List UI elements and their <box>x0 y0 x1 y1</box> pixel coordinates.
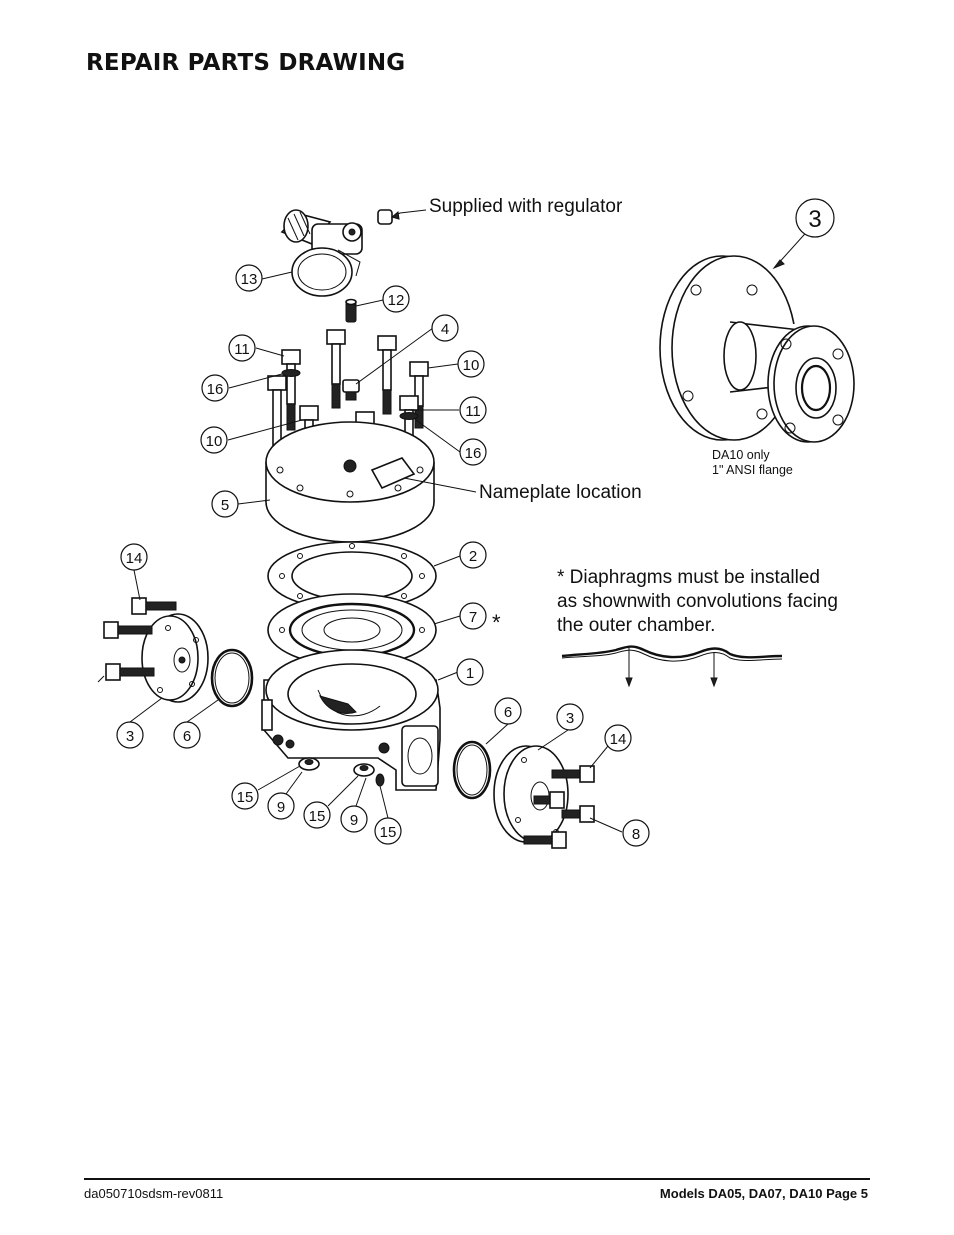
svg-text:14: 14 <box>126 550 143 567</box>
callout-14: 14 <box>120 543 148 571</box>
footer-page-info: Models DA05, DA07, DA10 Page 5 <box>659 1186 868 1201</box>
svg-text:3: 3 <box>566 710 574 727</box>
callout-16: 16 <box>459 438 487 466</box>
callout-15: 15 <box>231 782 259 810</box>
supplied-with-regulator-label: Supplied with regulator <box>429 196 623 217</box>
leader-lines <box>129 225 813 833</box>
callout-6: 6 <box>494 697 522 725</box>
nameplate-location-label: Nameplate location <box>479 482 642 503</box>
svg-text:3: 3 <box>808 206 821 233</box>
callout-11: 11 <box>459 396 487 424</box>
callout-10: 10 <box>200 426 228 454</box>
drain-plugs <box>298 757 385 787</box>
diaphragm-note-line1: * Diaphragms must be installed <box>557 567 820 588</box>
svg-text:11: 11 <box>465 403 481 420</box>
svg-text:1: 1 <box>466 665 474 682</box>
svg-text:9: 9 <box>350 812 358 829</box>
bolt-part <box>281 349 301 431</box>
svg-text:10: 10 <box>206 433 223 450</box>
bolt-part <box>409 361 429 429</box>
set-screw-part <box>345 298 357 323</box>
callout-9: 9 <box>267 792 295 820</box>
callout-3: 3 <box>116 721 144 749</box>
diaphragm-part <box>267 593 437 667</box>
callout-7: 7 <box>459 602 487 630</box>
regulator-cap-part <box>377 209 427 225</box>
callout-1: 1 <box>456 658 484 686</box>
svg-text:6: 6 <box>183 728 191 745</box>
bolt-part <box>377 335 397 415</box>
svg-text:5: 5 <box>221 497 229 514</box>
left-oring-part <box>210 648 254 708</box>
bolt-part <box>326 329 346 409</box>
page-title: REPAIR PARTS DRAWING <box>86 50 406 76</box>
left-flange-bolts <box>97 597 177 683</box>
svg-text:13: 13 <box>241 271 258 288</box>
svg-text:9: 9 <box>277 799 285 816</box>
callout-11: 11 <box>228 334 256 362</box>
flange-note-line2: 1" ANSI flange <box>712 463 793 477</box>
callout-3: 3 <box>556 703 584 731</box>
flange-note-line1: DA10 only <box>712 448 770 462</box>
callout-12: 12 <box>382 285 410 313</box>
right-oring-part <box>452 740 492 800</box>
diaphragm-note-line2: as shownwith convolutions facing <box>557 591 838 612</box>
upper-cover-part <box>265 421 435 543</box>
svg-text:16: 16 <box>207 381 224 398</box>
callout-9: 9 <box>340 805 368 833</box>
svg-text:4: 4 <box>441 321 449 338</box>
callout-13: 13 <box>235 264 263 292</box>
svg-text:6: 6 <box>504 704 512 721</box>
svg-text:15: 15 <box>380 824 397 841</box>
left-flange-part <box>141 613 209 703</box>
callout-8: 8 <box>622 819 650 847</box>
callout-6: 6 <box>173 721 201 749</box>
callout-15: 15 <box>303 801 331 829</box>
callout-10: 10 <box>457 350 485 378</box>
callout-16: 16 <box>201 374 229 402</box>
callout-5: 5 <box>211 490 239 518</box>
regulator-part <box>280 209 363 297</box>
bolt-part <box>267 375 287 447</box>
lower-body-part <box>261 649 441 791</box>
svg-text:2: 2 <box>469 548 477 565</box>
svg-text:11: 11 <box>234 341 250 358</box>
svg-text:7: 7 <box>469 609 477 626</box>
svg-text:3: 3 <box>126 728 134 745</box>
callout-3-large: 3 <box>795 198 835 238</box>
svg-text:14: 14 <box>610 731 627 748</box>
convolution-sketch <box>561 645 783 688</box>
footer-document-id: da050710sdsm-rev0811 <box>84 1186 224 1201</box>
right-flange-bolts <box>523 765 595 849</box>
svg-text:10: 10 <box>463 357 480 374</box>
callout-4: 4 <box>431 314 459 342</box>
svg-text:15: 15 <box>237 789 254 806</box>
diaphragm-asterisk: * <box>492 610 501 635</box>
callout-2: 2 <box>459 541 487 569</box>
svg-text:8: 8 <box>632 826 640 843</box>
ansi-flange-part <box>659 255 855 443</box>
svg-text:16: 16 <box>465 445 482 462</box>
diaphragm-note-line3: the outer chamber. <box>557 615 716 636</box>
callout-14: 14 <box>604 724 632 752</box>
svg-text:15: 15 <box>309 808 326 825</box>
svg-text:12: 12 <box>388 292 405 309</box>
callout-15: 15 <box>374 817 402 845</box>
footer-rule <box>84 1178 870 1180</box>
